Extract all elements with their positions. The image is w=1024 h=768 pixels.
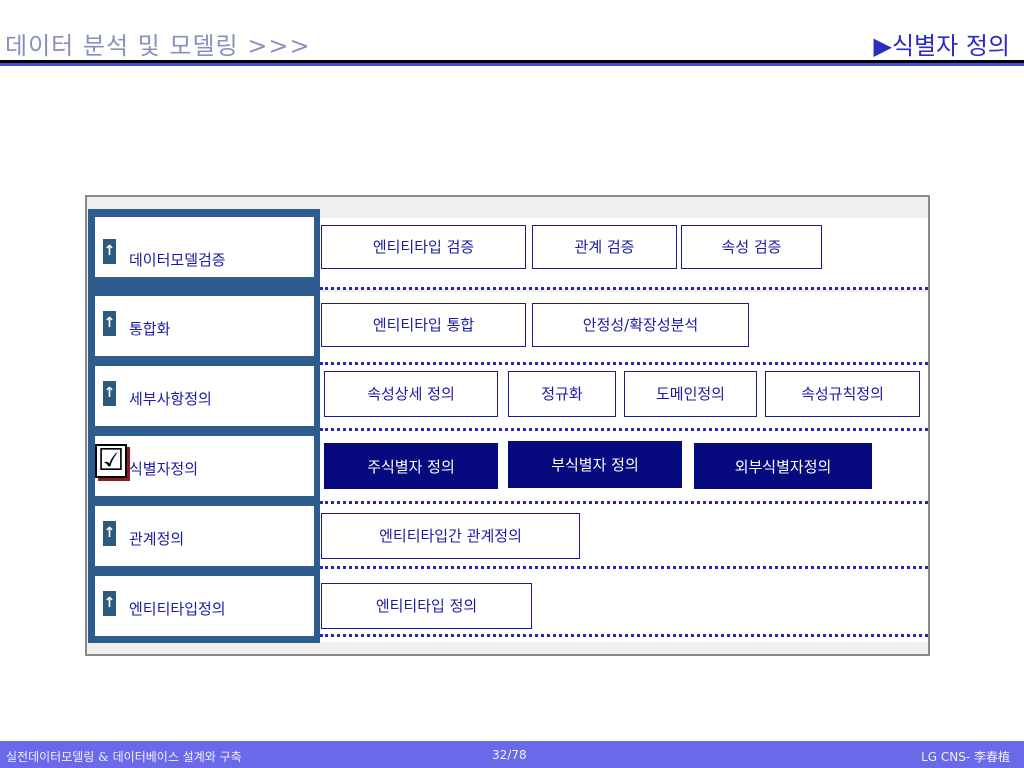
step-label: 식별자정의 bbox=[129, 460, 199, 478]
figure-icon: ↑ bbox=[103, 521, 116, 546]
checkmark-icon: ☑ bbox=[95, 444, 127, 478]
step-label: 엔티티타입정의 bbox=[129, 600, 226, 618]
task-attribute-detail-button[interactable]: 속성상세 정의 bbox=[324, 371, 498, 417]
task-entity-type-integration-button[interactable]: 엔티티타입 통합 bbox=[321, 303, 526, 347]
footer-page-number: 32/78 bbox=[492, 748, 527, 762]
step-item-detail-definition[interactable]: ↑ 세부사항정의 bbox=[95, 366, 314, 426]
header-divider bbox=[0, 60, 1024, 63]
step-column bbox=[88, 209, 320, 643]
task-relationship-verification-button[interactable]: 관계 검증 bbox=[532, 225, 677, 269]
task-inter-entity-relationship-button[interactable]: 엔티티타입간 관계정의 bbox=[321, 513, 580, 559]
section-title: ▶식별자 정의 bbox=[873, 32, 1011, 60]
step-label: 통합화 bbox=[129, 320, 171, 338]
row-separator bbox=[320, 566, 928, 569]
task-stability-analysis-button[interactable]: 안정성/확장성분석 bbox=[532, 303, 749, 347]
task-secondary-identifier-button[interactable]: 부식별자 정의 bbox=[508, 441, 682, 488]
row-separator bbox=[320, 362, 928, 365]
task-domain-definition-button[interactable]: 도메인정의 bbox=[624, 371, 757, 417]
row-separator bbox=[320, 428, 928, 431]
footer-course-title: 실전데이터모델링 & 데이터베이스 설계와 구축 bbox=[6, 750, 242, 764]
figure-icon: ↑ bbox=[103, 239, 116, 264]
figure-icon: ↑ bbox=[103, 311, 116, 336]
task-entity-type-verification-button[interactable]: 엔티티타입 검증 bbox=[321, 225, 526, 269]
step-label: 관계정의 bbox=[129, 530, 185, 548]
page-title: 데이터 분석 및 모델링 >>> bbox=[5, 32, 311, 60]
step-label: 세부사항정의 bbox=[129, 390, 212, 408]
figure-icon: ↑ bbox=[103, 381, 116, 406]
task-entity-type-definition-button[interactable]: 엔티티타입 정의 bbox=[321, 583, 532, 629]
footer-bar: 실전데이터모델링 & 데이터베이스 설계와 구축 32/78 LG CNS- 李… bbox=[0, 741, 1024, 768]
step-item-integration[interactable]: ↑ 통합화 bbox=[95, 296, 314, 356]
step-label: 데이터모델검증 bbox=[129, 251, 226, 269]
figure-icon: ↑ bbox=[103, 591, 116, 616]
step-item-identifier-definition[interactable]: ☑ 식별자정의 bbox=[95, 436, 314, 496]
task-normalization-button[interactable]: 정규화 bbox=[508, 371, 616, 417]
row-separator bbox=[320, 501, 928, 504]
task-primary-identifier-button[interactable]: 주식별자 정의 bbox=[324, 443, 498, 489]
step-item-relationship-definition[interactable]: ↑ 관계정의 bbox=[95, 506, 314, 566]
step-item-data-model-verification[interactable]: ↑ 데이터모델검증 bbox=[95, 217, 314, 277]
row-separator bbox=[320, 287, 928, 290]
footer-author: LG CNS- 李春植 bbox=[921, 750, 1010, 764]
header-divider-accent bbox=[0, 63, 1024, 66]
task-attribute-rule-button[interactable]: 속성규칙정의 bbox=[765, 371, 920, 417]
task-foreign-identifier-button[interactable]: 외부식별자정의 bbox=[694, 443, 872, 489]
row-separator bbox=[320, 634, 928, 637]
task-attribute-verification-button[interactable]: 속성 검증 bbox=[681, 225, 822, 269]
step-item-entity-type-definition[interactable]: ↑ 엔티티타입정의 bbox=[95, 576, 314, 636]
